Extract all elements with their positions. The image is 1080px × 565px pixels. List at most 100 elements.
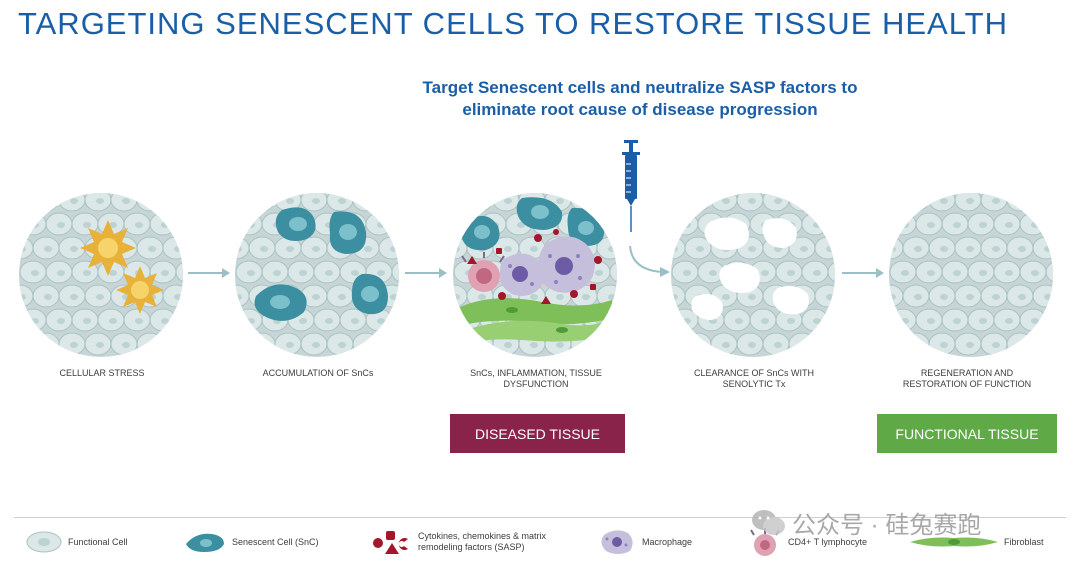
cell-nucleus xyxy=(364,198,372,204)
cell-nucleus xyxy=(979,270,987,276)
cell-nucleus xyxy=(800,342,808,348)
subtitle-line-2: eliminate root cause of disease progress… xyxy=(462,100,818,119)
caption-line: CLEARANCE OF SnCs WITH xyxy=(693,368,814,378)
cell-nucleus xyxy=(1044,342,1052,348)
functional-cell-icon xyxy=(684,193,712,212)
fibroblast-icon xyxy=(458,298,614,326)
cell-nucleus xyxy=(161,222,169,228)
cell-nucleus xyxy=(608,294,616,300)
cell-nucleus xyxy=(748,246,756,252)
legend-divider xyxy=(14,517,1066,518)
functional-cell-icon xyxy=(1006,193,1034,212)
functional-cell-icon xyxy=(32,332,60,356)
cell-nucleus xyxy=(109,318,117,324)
functional-cell-icon xyxy=(26,531,62,553)
cell-nucleus xyxy=(813,222,821,228)
cell-nucleus xyxy=(235,342,242,348)
cell-nucleus xyxy=(826,246,834,252)
cell-nucleus xyxy=(914,294,922,300)
cell-nucleus xyxy=(748,294,756,300)
cell-nucleus xyxy=(83,222,91,228)
functional-cell-icon xyxy=(391,308,399,332)
stage-regeneration xyxy=(888,192,1054,358)
legend-label: Macrophage xyxy=(642,536,693,547)
functional-cell-icon xyxy=(1006,332,1034,356)
cell-nucleus xyxy=(608,342,616,348)
cell-nucleus xyxy=(901,270,909,276)
functional-cell-icon xyxy=(889,193,904,212)
cell-nucleus xyxy=(453,198,460,204)
cell-nucleus xyxy=(299,270,307,276)
cell-nucleus xyxy=(556,198,564,204)
stage-caption: CLEARANCE OF SnCs WITH SENOLYTIC Tx xyxy=(664,368,844,390)
legend-label: Senescent Cell (SnC) xyxy=(232,536,319,547)
cell-nucleus xyxy=(96,198,104,204)
cell-nucleus xyxy=(478,198,486,204)
cell-nucleus xyxy=(761,270,769,276)
cell-nucleus xyxy=(377,318,385,324)
cell-nucleus xyxy=(161,318,169,324)
cell-nucleus xyxy=(478,294,486,300)
cell-nucleus xyxy=(122,342,130,348)
cell-nucleus xyxy=(901,222,909,228)
cell-nucleus xyxy=(96,294,104,300)
macrophage-icon xyxy=(601,530,633,554)
cell-nucleus xyxy=(312,342,320,348)
cell-nucleus xyxy=(530,342,538,348)
cell-nucleus xyxy=(671,198,678,204)
cell-nucleus xyxy=(377,270,385,276)
cell-nucleus xyxy=(826,198,834,204)
cell-nucleus xyxy=(1031,270,1039,276)
cell-nucleus xyxy=(748,198,756,204)
functional-cell-icon xyxy=(162,332,183,356)
cell-nucleus xyxy=(813,270,821,276)
functional-cell-icon xyxy=(814,193,835,212)
cell-nucleus xyxy=(696,342,704,348)
cell-nucleus xyxy=(940,294,948,300)
arrow-icon xyxy=(405,266,447,284)
functional-cell-icon xyxy=(788,193,816,212)
cell-nucleus xyxy=(247,318,255,324)
cell-nucleus xyxy=(504,198,512,204)
cell-nucleus xyxy=(722,198,730,204)
legend-label: CD4+ T lymphocyte xyxy=(788,536,867,547)
cell-nucleus xyxy=(671,294,678,300)
legend-fibroblast: Fibroblast xyxy=(910,526,1044,558)
cell-nucleus xyxy=(889,294,896,300)
functional-cell-icon xyxy=(235,332,250,356)
cell-nucleus xyxy=(70,198,78,204)
caption-line: RESTORATION OF FUNCTION xyxy=(902,379,1032,389)
caption-line: SnCs, INFLAMMATION, TISSUE xyxy=(470,368,602,378)
cell-nucleus xyxy=(247,270,255,276)
cell-nucleus xyxy=(696,198,704,204)
cell-nucleus xyxy=(953,222,961,228)
sasp-factors-icon xyxy=(373,531,408,554)
cell-nucleus xyxy=(1044,198,1052,204)
cell-nucleus xyxy=(174,198,182,204)
legend-senescent-cell: Senescent Cell (SnC) xyxy=(184,526,319,558)
cell-nucleus xyxy=(709,270,717,276)
functional-cell-icon xyxy=(814,332,835,356)
watermark: 公众号 · 硅兔赛跑 xyxy=(750,505,981,540)
stage-accumulation xyxy=(234,192,400,358)
curved-arrow-icon xyxy=(626,245,670,283)
sasp-factors-icon xyxy=(467,229,602,304)
cell-nucleus xyxy=(31,270,39,276)
cell-nucleus xyxy=(914,246,922,252)
functional-cell-icon xyxy=(378,332,399,356)
cell-nucleus xyxy=(504,342,512,348)
stage-caption: REGENERATION AND RESTORATION OF FUNCTION xyxy=(877,368,1057,390)
cell-nucleus xyxy=(901,318,909,324)
cell-nucleus xyxy=(260,246,268,252)
functional-cell-icon xyxy=(453,193,468,212)
cell-nucleus xyxy=(1018,342,1026,348)
cell-nucleus xyxy=(312,294,320,300)
cell-nucleus xyxy=(1005,222,1013,228)
cell-nucleus xyxy=(1018,198,1026,204)
cell-nucleus xyxy=(312,198,320,204)
stage-caption: CELLULAR STRESS xyxy=(12,368,192,379)
cell-nucleus xyxy=(504,246,512,252)
cell-nucleus xyxy=(135,318,143,324)
cell-nucleus xyxy=(979,318,987,324)
stage-cellular-stress xyxy=(18,192,184,358)
